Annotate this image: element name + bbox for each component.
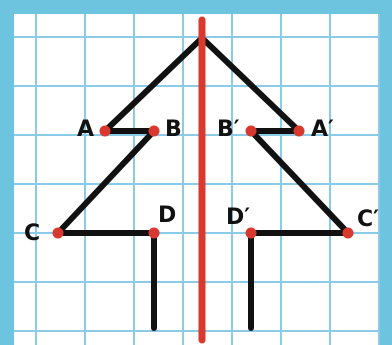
label-a: A [77,117,94,142]
point-d-prime [245,227,257,239]
grid-paper [14,14,378,345]
left-top-slope [102,35,205,134]
right-lower-slope [248,128,351,236]
label-a-prime: A′ [311,117,334,142]
point-c-prime [342,227,354,239]
point-a-prime [293,125,305,137]
label-b: B [165,117,182,142]
points [52,125,354,239]
left-lower-slope [55,128,157,236]
point-d [148,227,160,239]
left-tree-half [55,35,205,331]
point-b [148,125,160,137]
right-top-slope [199,35,302,134]
label-d-prime: D′ [226,205,250,230]
label-b-prime: B′ [217,117,240,142]
label-d: D [158,203,176,228]
right-tree-half [199,35,351,331]
label-c-prime: C′ [357,207,379,232]
point-c [52,227,64,239]
label-c: C [24,221,40,246]
point-a [99,125,111,137]
point-b-prime [245,125,257,137]
